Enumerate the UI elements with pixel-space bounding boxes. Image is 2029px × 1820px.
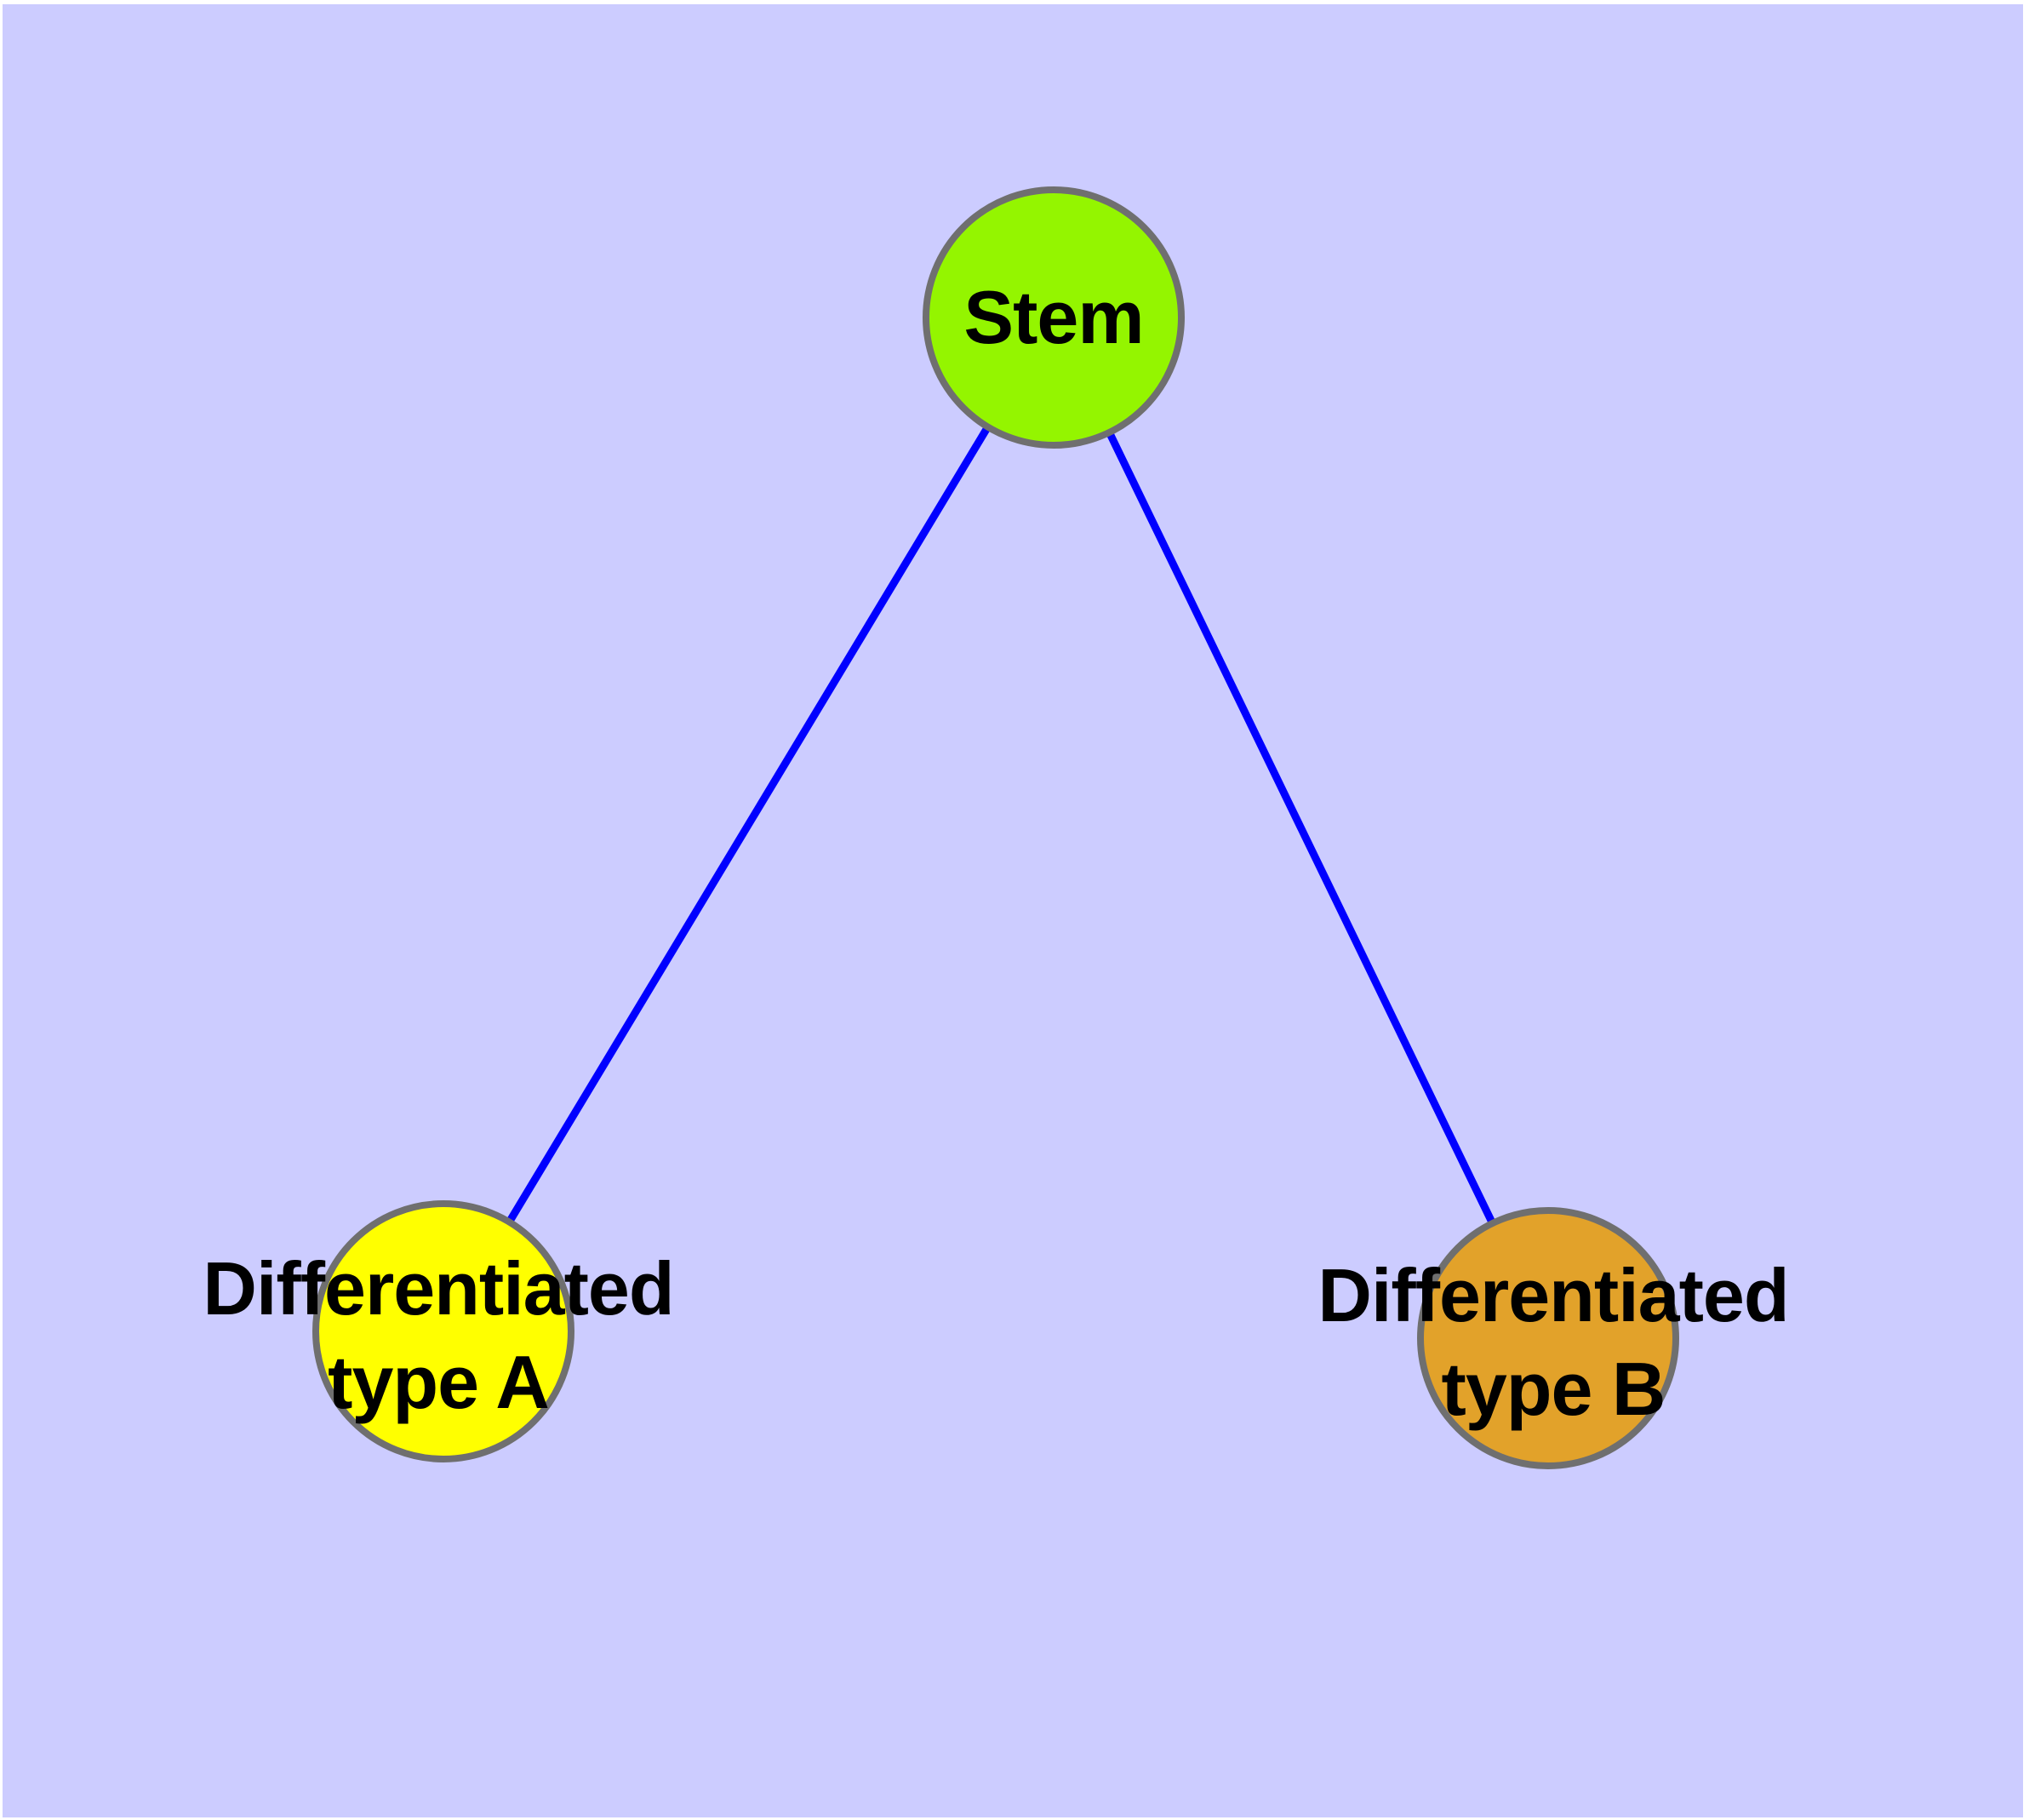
diagram-canvas: Stem Differentiated type A Differentiate…: [3, 4, 2023, 1817]
graph-svg: [312, 186, 1679, 1469]
node-type-a-circle: [312, 1200, 574, 1462]
edge-stem-to-type-a: [440, 315, 1057, 1334]
node-type-b-label-line1: Differentiated: [1317, 1253, 1789, 1337]
node-type-a-label-line1: Differentiated: [203, 1246, 674, 1331]
node-stem-circle: [923, 186, 1185, 449]
node-stem-label-text: Stem: [963, 275, 1144, 359]
node-type-b-circle: [1417, 1207, 1679, 1469]
edge-stem-to-type-b: [1049, 316, 1552, 1340]
node-type-a-label: Differentiated type A: [203, 1242, 674, 1429]
node-type-a-label-line2: type A: [328, 1340, 550, 1424]
node-type-b-label-line2: type B: [1441, 1347, 1666, 1431]
node-type-b-label: Differentiated type B: [1317, 1249, 1789, 1436]
node-stem-label: Stem: [963, 271, 1144, 364]
